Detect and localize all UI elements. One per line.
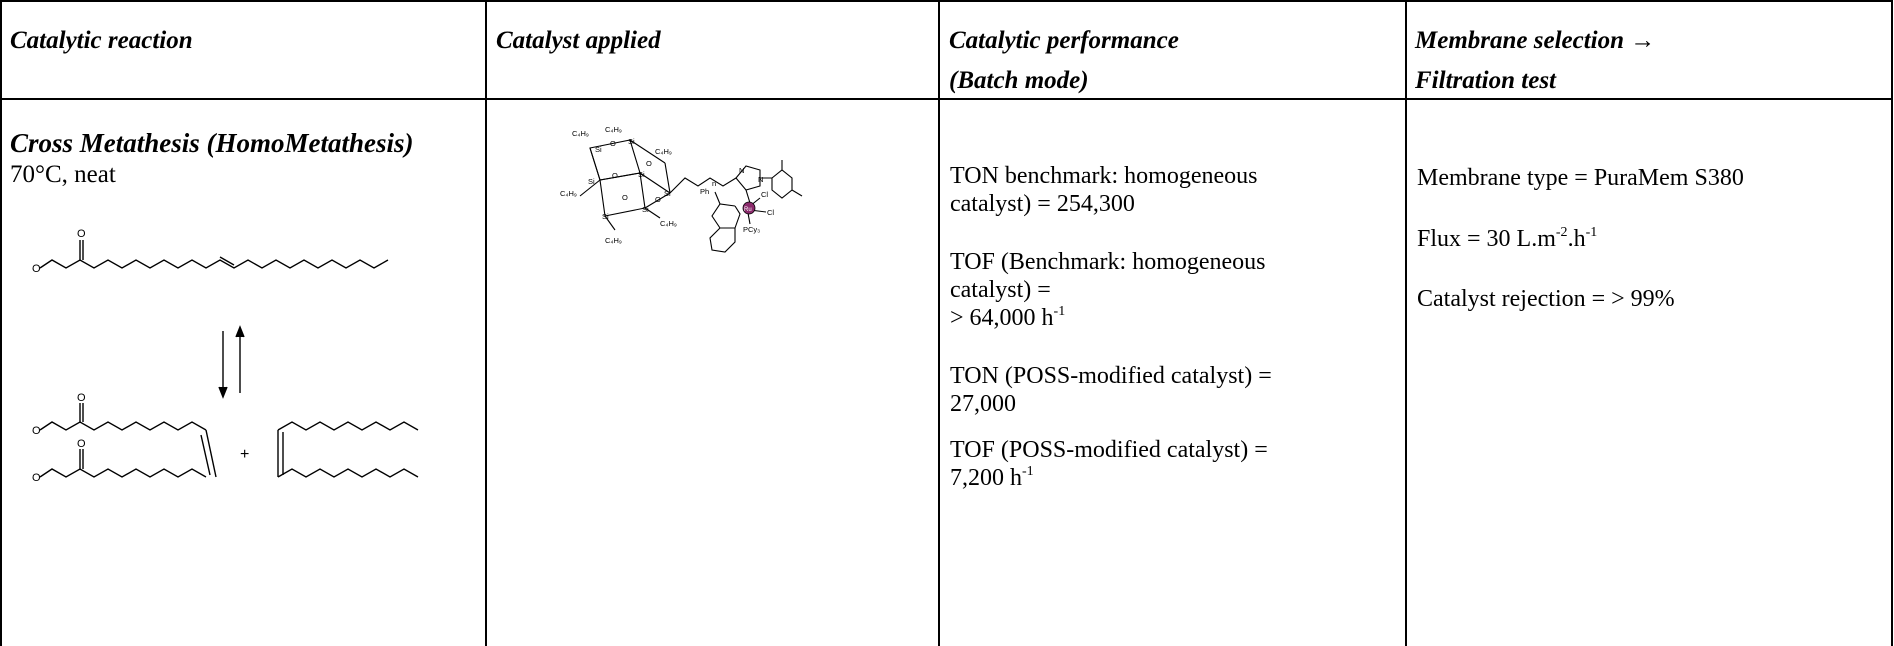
reactant-chain	[39, 259, 389, 269]
column-divider-1	[485, 0, 487, 646]
perf-line: catalyst) = 254,300	[950, 191, 1135, 217]
svg-text:Si: Si	[638, 170, 645, 179]
svg-text:N: N	[758, 175, 763, 184]
membrane-flux: Flux = 30 L.m-2.h-1	[1417, 225, 1598, 253]
svg-text:C₄H₉: C₄H₉	[560, 189, 577, 198]
svg-text:C₄H₉: C₄H₉	[605, 236, 622, 245]
table-border-top	[0, 0, 1893, 2]
perf-line: TOF (POSS-modified catalyst) =	[950, 437, 1268, 463]
svg-text:Si: Si	[588, 177, 595, 186]
reactant-o-ester: O	[32, 263, 41, 275]
svg-text:C₄H₉: C₄H₉	[605, 125, 622, 134]
catalyst-structure: C₄H₉ C₄H₉ C₄H₉ C₄H₉ C₄H₉ C₄H₉ Si Si Si S…	[560, 125, 803, 253]
perf-ton-poss: TON (POSS-modified catalyst) = 27,000	[950, 362, 1272, 418]
membrane-type: Membrane type = PuraMem S380	[1417, 165, 1744, 191]
header-text: Catalytic reaction	[10, 27, 193, 54]
svg-text:Si: Si	[595, 145, 602, 154]
reaction-scheme: O O O O O O +	[32, 228, 419, 484]
svg-text:n: n	[712, 179, 716, 188]
ru-atom-icon	[742, 201, 756, 215]
svg-text:Ph: Ph	[700, 187, 709, 196]
product-o-ester-1: O	[32, 425, 41, 437]
product-o-carbonyl-2: O	[77, 438, 86, 450]
svg-text:Cl: Cl	[767, 208, 774, 217]
svg-text:Ru: Ru	[744, 207, 752, 213]
reactant-o-carbonyl: O	[77, 228, 86, 240]
perf-line: TON (POSS-modified catalyst) =	[950, 363, 1272, 389]
header-text-line2: Filtration test	[1415, 67, 1557, 94]
svg-text:N: N	[739, 166, 744, 175]
perf-line: 27,000	[950, 391, 1016, 417]
svg-text:O: O	[612, 171, 618, 180]
header-catalyst-applied: Catalyst applied	[496, 26, 661, 56]
svg-text:Si: Si	[664, 189, 671, 198]
svg-text:O: O	[610, 139, 616, 148]
svg-text:C₄H₉: C₄H₉	[655, 147, 672, 156]
perf-tof-benchmark: TOF (Benchmark: homogeneous catalyst) = …	[950, 248, 1266, 332]
table-border-left	[0, 0, 2, 646]
svg-text:C₄H₉: C₄H₉	[572, 129, 589, 138]
perf-line: catalyst) =	[950, 277, 1051, 303]
svg-text:PCy₃: PCy₃	[743, 225, 760, 234]
perf-line: TON benchmark: homogeneous	[950, 163, 1258, 189]
perf-tof-poss: TOF (POSS-modified catalyst) = 7,200 h-1	[950, 436, 1268, 492]
header-text-line1: Catalytic performance	[949, 27, 1179, 54]
membrane-rejection: Catalyst rejection = > 99%	[1417, 286, 1675, 312]
product-o-carbonyl-1: O	[77, 392, 86, 404]
svg-text:Si: Si	[628, 137, 635, 146]
perf-line: TOF (Benchmark: homogeneous	[950, 249, 1266, 275]
product-o-ester-2: O	[32, 472, 41, 484]
column-divider-3	[1405, 0, 1407, 646]
svg-text:O: O	[655, 195, 661, 204]
header-divider	[0, 98, 1893, 100]
header-text-line1: Membrane selection →	[1415, 27, 1656, 54]
perf-line: > 64,000 h-1	[950, 304, 1066, 332]
header-catalytic-performance: Catalytic performance (Batch mode)	[949, 26, 1179, 96]
header-text-line2: (Batch mode)	[949, 67, 1089, 94]
svg-text:O: O	[646, 159, 652, 168]
svg-text:Cl: Cl	[761, 190, 768, 199]
svg-text:O: O	[622, 193, 628, 202]
svg-text:Si: Si	[602, 212, 609, 221]
column-divider-2	[938, 0, 940, 646]
plus-sign: +	[240, 446, 249, 463]
perf-line: 7,200 h-1	[950, 464, 1034, 492]
reaction-conditions: 70°C, neat	[10, 161, 116, 188]
perf-ton-benchmark: TON benchmark: homogeneous catalyst) = 2…	[950, 162, 1258, 218]
svg-text:C₄H₉: C₄H₉	[660, 219, 677, 228]
svg-text:Si: Si	[642, 205, 649, 214]
header-text: Catalyst applied	[496, 27, 661, 54]
table-border-right	[1891, 0, 1893, 646]
header-membrane-selection: Membrane selection → Filtration test	[1415, 26, 1655, 96]
header-catalytic-reaction: Catalytic reaction	[10, 26, 193, 56]
reaction-title: Cross Metathesis (HomoMetathesis)	[10, 128, 414, 158]
